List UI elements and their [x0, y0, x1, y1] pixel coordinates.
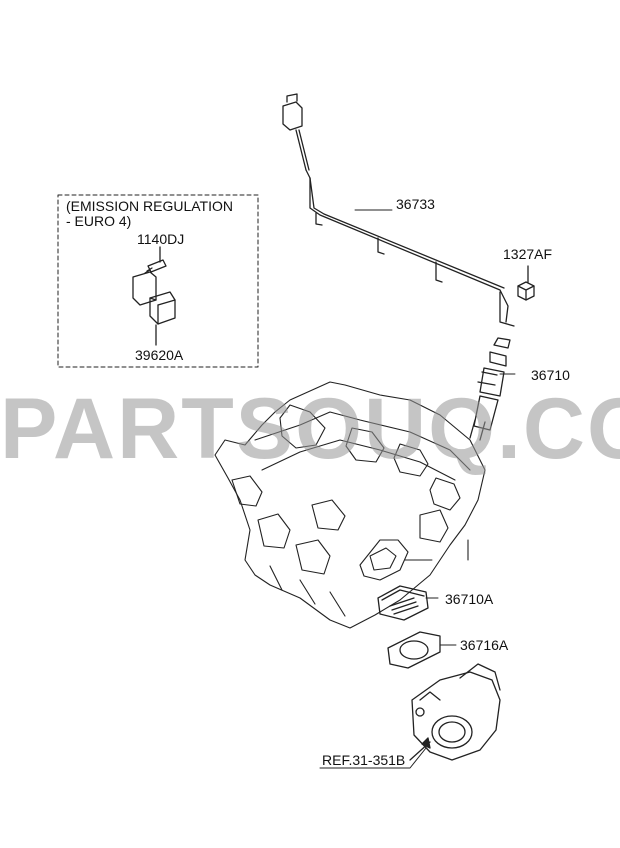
glow-plug-36710: [469, 337, 516, 441]
label-ref: REF.31-351B: [322, 752, 406, 768]
relay-39620a: [132, 271, 176, 346]
engine-head: [214, 381, 486, 629]
label-glow-plug: 36710: [531, 367, 570, 383]
watermark: PARTSOUQ.COM: [0, 381, 620, 477]
gasket-36716a: [387, 631, 457, 669]
emission-note-line1: (EMISSION REGULATION: [66, 198, 233, 214]
bolt-1140dj: [144, 246, 167, 274]
harness-36733: [282, 93, 515, 327]
label-heater: 36710A: [445, 591, 494, 607]
throttle-body: [319, 663, 501, 769]
heater-36710a: [377, 585, 439, 621]
label-relay: 39620A: [135, 347, 184, 363]
emission-box: [57, 194, 259, 368]
label-gasket: 36716A: [460, 637, 509, 653]
emission-note-line2: - EURO 4): [66, 213, 132, 229]
nut-1327af: [517, 265, 535, 301]
label-bolt: 1140DJ: [137, 231, 185, 247]
label-harness: 36733: [396, 196, 435, 212]
label-nut: 1327AF: [503, 246, 553, 262]
